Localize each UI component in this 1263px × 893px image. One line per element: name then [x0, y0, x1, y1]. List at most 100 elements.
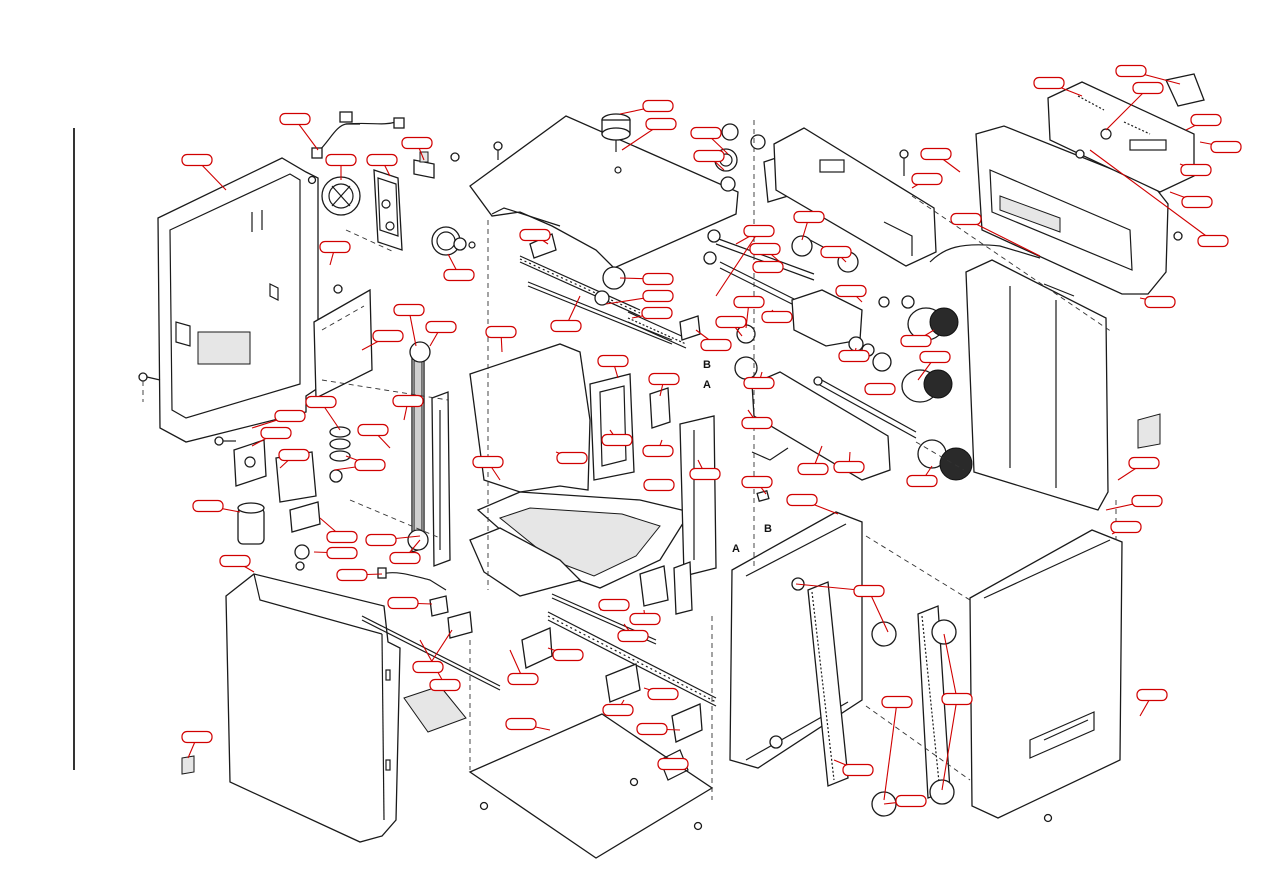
callout-box — [485, 325, 517, 339]
screw — [1075, 149, 1085, 159]
callout-box — [617, 629, 649, 643]
clip-bracket — [429, 595, 473, 639]
callout-box — [412, 660, 444, 674]
screw — [629, 777, 639, 787]
callout-box — [602, 703, 634, 717]
callout-box — [741, 475, 773, 489]
left-vertical-rail — [431, 391, 451, 567]
callout-leader — [943, 633, 958, 700]
callout-box — [786, 493, 818, 507]
roller-shaft — [813, 376, 917, 439]
timing-belt-right-a — [807, 581, 849, 787]
callout-box — [354, 458, 386, 472]
marker-b-lower: B — [764, 523, 772, 535]
callout-box — [387, 596, 419, 610]
screw — [479, 801, 489, 811]
sensor-block — [649, 387, 671, 429]
callout-box — [598, 598, 630, 612]
callout-box — [642, 99, 674, 113]
callout-box — [1190, 113, 1222, 127]
callout-box — [472, 455, 504, 469]
lead-screw-upper — [519, 255, 641, 317]
spring-assembly — [329, 426, 351, 483]
lower-frame-bracket — [751, 371, 891, 481]
long-shaft-left — [361, 615, 501, 691]
callout-box — [941, 692, 973, 706]
callout-box — [1181, 195, 1213, 209]
tray-bracket — [1165, 73, 1205, 107]
callout-box — [838, 349, 870, 363]
marker-a-upper: A — [703, 379, 711, 391]
callout-box — [1210, 140, 1242, 154]
callout-box — [392, 394, 424, 408]
tray-spring — [1077, 95, 1151, 135]
callout-box — [1110, 520, 1142, 534]
front-right-cover — [969, 529, 1123, 819]
callout-box — [752, 260, 784, 274]
callout-box — [642, 289, 674, 303]
callout-box — [657, 757, 689, 771]
callout-box — [219, 554, 251, 568]
callout-box — [920, 147, 952, 161]
callout-box — [749, 242, 781, 256]
callout-box — [597, 354, 629, 368]
callout-box — [761, 310, 793, 324]
callout-box — [401, 136, 433, 150]
carriage-block — [521, 627, 703, 743]
callout-box — [1136, 688, 1168, 702]
callout-box — [393, 303, 425, 317]
callout-box — [853, 584, 885, 598]
callout-box — [1115, 64, 1147, 78]
callout-box — [642, 272, 674, 286]
callout-box — [1128, 456, 1160, 470]
belt-pulley-left — [407, 341, 431, 551]
left-side-cover — [157, 157, 319, 443]
callout-box — [797, 462, 829, 476]
callout-leader — [715, 230, 760, 297]
callout-leader — [1089, 149, 1214, 242]
callout-box — [274, 409, 306, 423]
callout-box — [690, 126, 722, 140]
callout-box — [1144, 295, 1176, 309]
callout-box — [372, 329, 404, 343]
callout-box — [1033, 76, 1065, 90]
callout-box — [833, 460, 865, 474]
callout-box — [864, 382, 896, 396]
callout-box — [715, 315, 747, 329]
callout-box — [842, 763, 874, 777]
right-rear-panel — [965, 259, 1109, 511]
callout-box — [906, 474, 938, 488]
callout-box — [366, 153, 398, 167]
callout-leader — [965, 218, 1041, 257]
callout-box — [636, 722, 668, 736]
bushing — [756, 490, 770, 502]
assembly-guides — [321, 120, 1117, 800]
callout-box — [326, 530, 358, 544]
marker-a-lower: A — [732, 543, 740, 555]
callout-box — [279, 112, 311, 126]
callout-box — [1132, 81, 1164, 95]
callout-box — [700, 338, 732, 352]
mount-plate — [289, 501, 321, 533]
motor-bracket — [373, 169, 403, 251]
callout-box — [895, 794, 927, 808]
callout-leader — [883, 701, 898, 801]
callout-box — [950, 212, 982, 226]
callout-box — [443, 268, 475, 282]
screw — [693, 821, 703, 831]
callout-box — [643, 478, 675, 492]
feed-roller — [901, 307, 973, 481]
callout-box — [793, 210, 825, 224]
top-right-housing — [975, 125, 1169, 295]
callout-box — [641, 306, 673, 320]
callout-box — [278, 448, 310, 462]
callout-box — [647, 687, 679, 701]
connection-markers: B A B A — [703, 359, 772, 555]
callout-box — [326, 546, 358, 560]
callout-box — [741, 416, 773, 430]
base-clip — [639, 561, 693, 615]
screw — [899, 149, 909, 176]
callout-box — [693, 149, 725, 163]
callout-box — [645, 117, 677, 131]
